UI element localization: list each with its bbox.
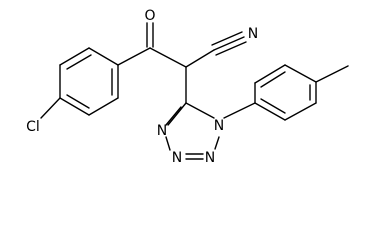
atom-label-tetrazole-n1: N <box>214 118 224 134</box>
structure-diagram: O N Cl N N N N <box>26 8 349 166</box>
atom-label-tetrazole-n4: N <box>157 123 167 139</box>
atom-label-tetrazole-n2: N <box>205 150 215 166</box>
atom-label-nitrile-nitrogen: N <box>248 26 258 42</box>
atom-label-oxygen: O <box>144 8 155 24</box>
bond-lines <box>40 22 349 160</box>
atom-label-tetrazole-n3: N <box>172 150 182 166</box>
atom-label-chlorine: Cl <box>26 119 40 135</box>
